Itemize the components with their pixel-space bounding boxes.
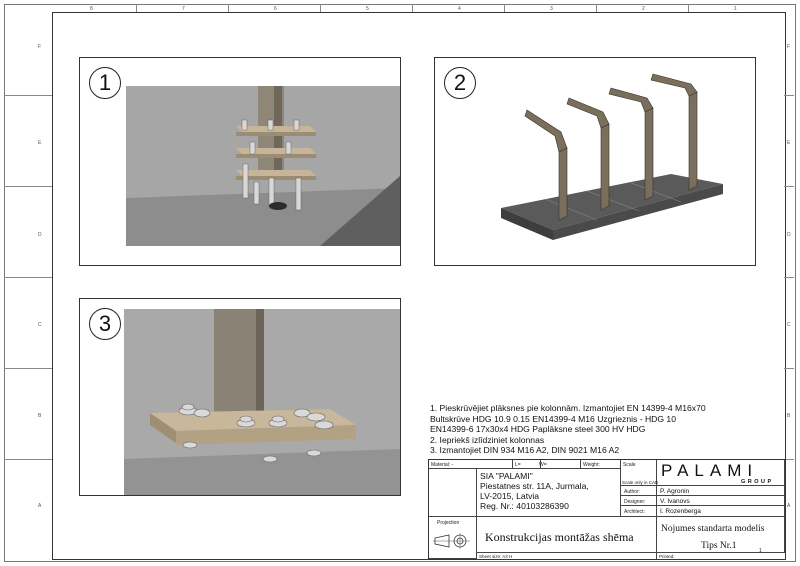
palami-logo: PALAMI (661, 461, 759, 480)
scale-note: Scale only in CAD (622, 480, 659, 485)
column-marker: 8 (90, 6, 93, 12)
company-name: SIA "PALAMI" (480, 471, 533, 481)
company-reg-number: Reg. Nr.: 40103286390 (480, 501, 569, 511)
row-marker: D (787, 232, 791, 238)
row-marker: B (38, 413, 42, 419)
printed-label: Printed: (659, 554, 675, 559)
architect-label: Architect: (624, 509, 645, 515)
view-1-render (126, 86, 400, 246)
view-1-bolt-assembly: 1 (79, 57, 401, 266)
scale-label: Scale (623, 462, 636, 468)
note-line: Bultskrūve HDG 10.9 0.15 EN14399-4 M16 U… (430, 413, 676, 424)
projection-label: Projection (437, 520, 460, 526)
note-line: 3. Izmantojiet DIN 934 M16 A2, DIN 9021 … (430, 445, 620, 455)
projection-symbol-icon (433, 533, 470, 549)
material-label: Material: - (431, 462, 454, 468)
view-2-render (501, 73, 723, 240)
row-marker: C (787, 322, 791, 328)
title-block: Material: - L= W= Weight: Scale Scale on… (428, 459, 786, 560)
author-label: Author: (624, 489, 641, 495)
view-3-render (124, 309, 400, 495)
row-marker: E (787, 140, 791, 146)
view-2-columns-on-slabs: 2 (434, 57, 756, 266)
drawing-title: Konstrukcijas montāžas shēma (485, 530, 634, 544)
author-name: P. Agronin (660, 488, 690, 495)
assembly-notes: 1. Pieskrūvējiet plāksnes pie kolonnām. … (430, 403, 790, 456)
row-marker: F (787, 44, 791, 50)
company-postcode: LV-2015, Latvia (480, 491, 540, 501)
row-marker: E (38, 140, 42, 146)
sheet-size: Sheet size: A3 H (479, 554, 513, 559)
row-marker: F (38, 44, 42, 50)
model-title: Nojumes standarta modelis (661, 524, 765, 534)
column-marker: 4 (458, 6, 461, 12)
type-label: Tips Nr.1 (701, 541, 737, 551)
designer-name: V. Ivanovs (660, 498, 690, 505)
architect-name: I. Rozenberga (660, 508, 701, 515)
note-line: EN14399-6 17x30x4 HDG Paplāksne steel 30… (430, 424, 646, 434)
note-line: 2. Iepriekš izlīdziniet kolonnas (430, 434, 545, 445)
column-marker: 7 (182, 6, 185, 12)
page-number: 1 (759, 548, 762, 554)
length-label: L= (515, 462, 521, 468)
view-3-base-plate-detail: 3 (79, 298, 401, 496)
row-marker: D (38, 232, 42, 238)
company-info: SIA "PALAMI" Piestatnes str. 11A, Jurmal… (480, 471, 589, 511)
weight-label: Weight: (583, 462, 600, 468)
row-marker: A (38, 503, 42, 509)
view-number-badge: 1 (89, 67, 121, 99)
row-marker: B (787, 413, 791, 419)
view-number-badge: 3 (89, 308, 121, 340)
note-line: 1. Pieskrūvējiet plāksnes pie kolonnām. … (430, 403, 706, 413)
column-marker: 3 (550, 6, 553, 12)
row-marker: C (38, 322, 42, 328)
palami-logo-sub: GROUP (741, 479, 774, 485)
company-address: Piestatnes str. 11A, Jurmala, (480, 481, 589, 491)
column-marker: 1 (734, 6, 737, 12)
outer-frame (4, 4, 796, 562)
view-number-badge: 2 (444, 67, 476, 99)
row-marker: A (787, 503, 791, 509)
inner-frame (52, 12, 786, 560)
column-marker: 2 (642, 6, 645, 12)
column-marker: 5 (366, 6, 369, 12)
designer-label: Designer: (624, 499, 646, 505)
width-label: W= (539, 462, 547, 468)
column-marker: 6 (274, 6, 277, 12)
